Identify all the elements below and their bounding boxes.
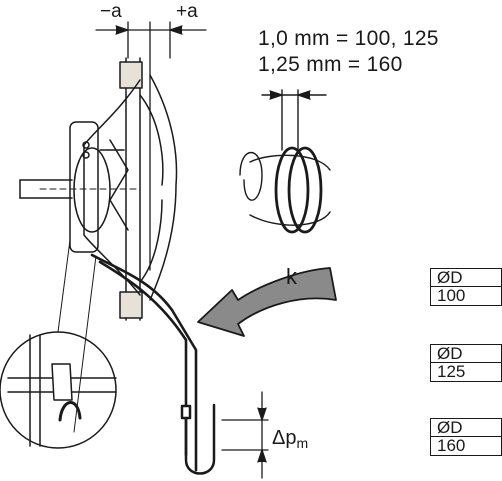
delta-p-label: Δpm [272, 427, 309, 451]
diameter-header: ØD [430, 344, 502, 364]
minus-a-label: −a [100, 1, 122, 22]
motor-shaft [19, 179, 141, 199]
gap-spec-line-1: 1,0 mm = 100, 125 [258, 27, 439, 50]
detail-view [0, 239, 117, 449]
diameter-value: 100 [430, 286, 502, 306]
diameter-value: 125 [430, 362, 502, 382]
airflow-arrow [197, 267, 337, 337]
gap-spec-line-2: 1,25 mm = 160 [258, 53, 403, 76]
diameter-value: 160 [430, 436, 502, 456]
plus-a-label: +a [176, 1, 198, 22]
gap-detail-symbol [239, 89, 331, 234]
diameter-header: ØD [430, 268, 502, 288]
diameter-header: ØD [430, 418, 502, 438]
pressure-tube [90, 253, 198, 472]
gap-dimension [95, 21, 207, 271]
u-tube-manometer [180, 403, 216, 475]
fan-assembly [69, 74, 178, 301]
airflow-k-label: k [286, 264, 297, 289]
pressure-dimension [221, 391, 269, 479]
